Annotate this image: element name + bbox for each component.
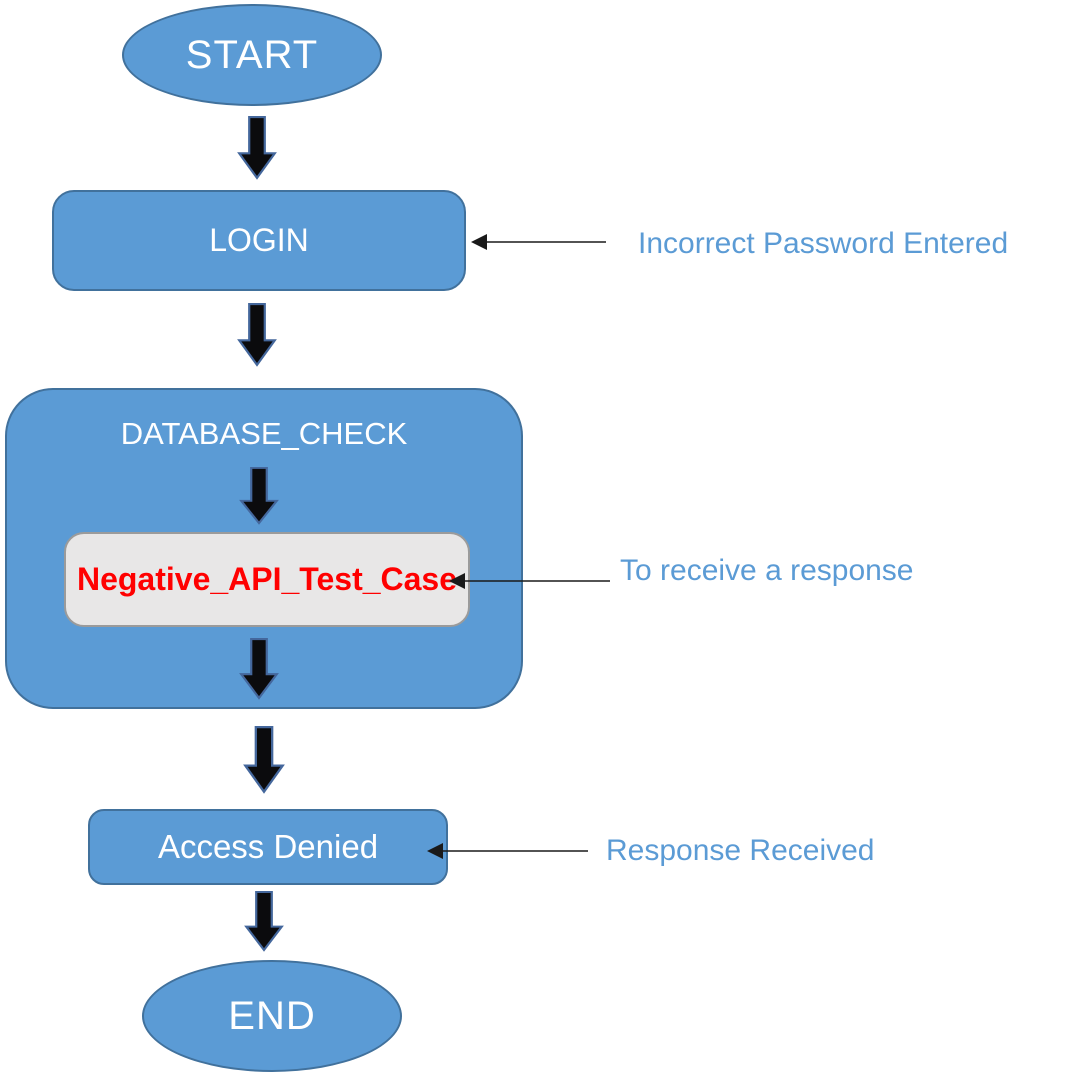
node-negative-api-test-case-label: Negative_API_Test_Case [76,561,458,597]
node-database-check-label: DATABASE_CHECK [120,416,408,451]
node-negative-api-test-case: Negative_API_Test_Case [64,532,470,627]
down-arrow-icon [239,467,279,525]
annotation-response-received: Response Received [606,834,875,867]
node-database-check: DATABASE_CHECK Negative_API_Test_Case [5,388,523,709]
node-access-denied-label: Access Denied [157,828,379,865]
node-login-label: LOGIN [209,222,309,258]
down-arrow-icon [239,638,279,700]
node-start-label: START [185,32,319,77]
down-arrow-icon [237,116,277,180]
node-end: END [142,960,402,1072]
node-access-denied: Access Denied [88,809,448,885]
node-login: LOGIN [52,190,466,291]
annotation-incorrect-password: Incorrect Password Entered [638,227,1009,260]
node-end-label: END [228,993,316,1038]
down-arrow-icon [237,303,277,367]
annotation-arrow-icon [449,573,610,589]
annotation-arrow-icon [427,843,588,859]
down-arrow-icon [243,726,285,794]
down-arrow-icon [244,891,284,952]
annotation-to-receive-response: To receive a response [620,554,914,587]
annotation-arrow-icon [471,234,606,250]
node-start: START [122,4,382,106]
